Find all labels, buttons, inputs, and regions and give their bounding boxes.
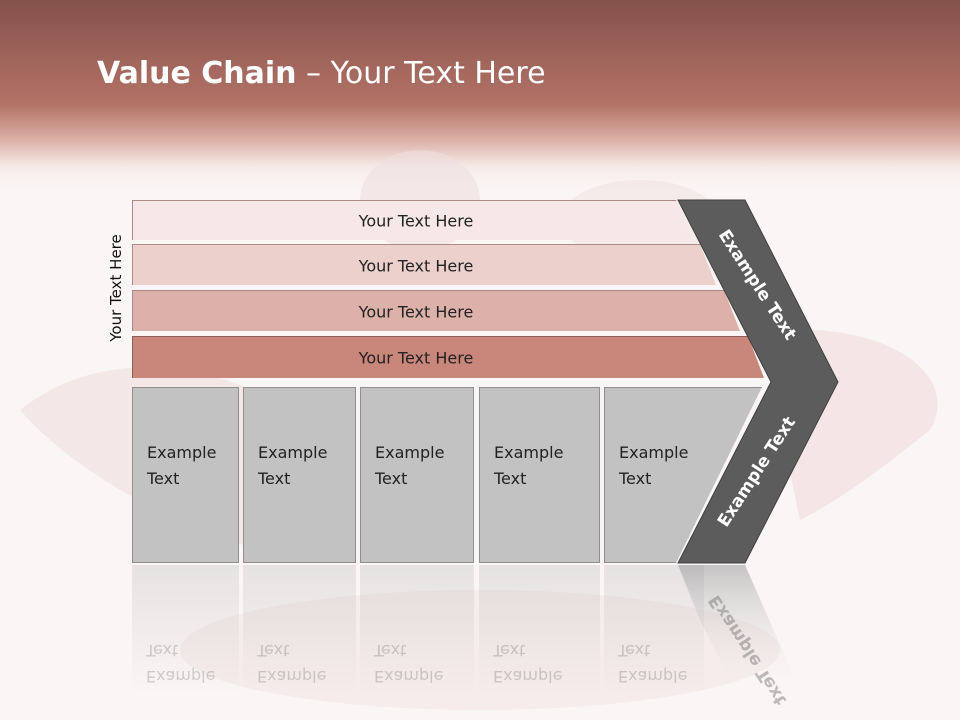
- box-1-line2: Text: [147, 469, 180, 488]
- chevron-arrow-reflection: [678, 565, 800, 700]
- support-row-3-label: Your Text Here: [358, 302, 474, 321]
- support-row-3: Your Text Here: [132, 290, 740, 331]
- chevron-arrow-shape: [677, 199, 839, 564]
- support-row-2: Your Text Here: [132, 244, 716, 285]
- box-4-line2: Text: [494, 469, 527, 488]
- box-3-line1: Example: [375, 443, 445, 462]
- support-row-1-label: Your Text Here: [358, 211, 474, 231]
- title-bold: Value Chain: [97, 56, 297, 91]
- box-1-line1: Example: [147, 443, 217, 462]
- page-title: Value Chain – Your Text Here: [97, 56, 546, 91]
- box-2-line2: Text: [258, 469, 291, 488]
- support-row-4-label: Your Text Here: [358, 348, 474, 368]
- box-5-line2: Text: [619, 469, 652, 488]
- box-4-line1: Example: [494, 443, 564, 462]
- box-2-line1: Example: [258, 443, 328, 462]
- support-row-2-label: Your Text Here: [358, 256, 474, 275]
- title-rest: – Your Text Here: [296, 56, 546, 91]
- box-5-line1: Example: [619, 443, 689, 462]
- support-row-1: Your Text Here: [132, 200, 692, 240]
- header-band: [0, 0, 960, 190]
- box-3-line2: Text: [375, 469, 408, 488]
- support-row-4: Your Text Here: [132, 336, 764, 378]
